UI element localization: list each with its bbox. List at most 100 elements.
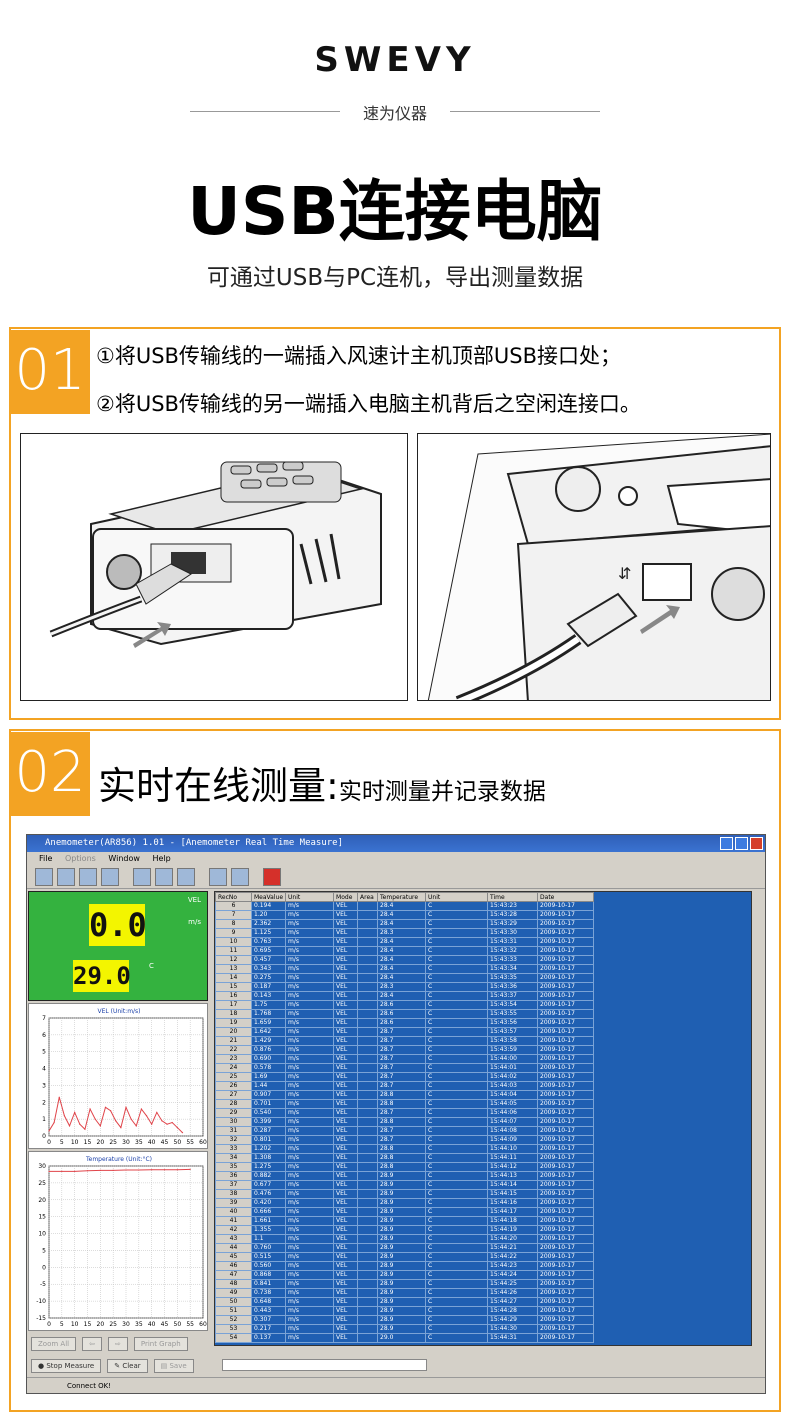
globe-icon[interactable] (231, 867, 249, 886)
zoom-all-button[interactable]: Zoom All (31, 1337, 77, 1351)
window-titlebar[interactable]: Anemometer(AR856) 1.01 - [Anemometer Rea… (27, 835, 765, 852)
monitor-icon[interactable] (35, 867, 53, 886)
export-icon[interactable] (133, 867, 151, 886)
table-cell: m/s (285, 964, 335, 974)
x-tick-label: 35 (135, 1139, 143, 1146)
column-header[interactable]: Area (357, 892, 379, 902)
column-header[interactable]: RecNo (215, 892, 252, 902)
menu-help[interactable]: Help (152, 854, 171, 863)
column-header[interactable]: Mode (333, 892, 359, 902)
table-cell: 15:44:29 (487, 1315, 539, 1325)
table-cell: VEL (333, 1189, 359, 1199)
maximize-icon[interactable] (735, 837, 748, 850)
menu-window[interactable]: Window (108, 854, 140, 863)
table-cell: m/s (285, 1018, 335, 1028)
stop-measure-button[interactable]: ● Stop Measure (31, 1359, 102, 1373)
gear-icon[interactable] (57, 867, 75, 886)
table-cell (357, 901, 379, 911)
window-title: Anemometer(AR856) 1.01 - [Anemometer Rea… (45, 838, 344, 848)
column-header[interactable]: MeaValue (250, 892, 287, 902)
table-cell: C (425, 928, 489, 938)
table-cell: 0.560 (250, 1261, 287, 1271)
table-cell: C (425, 1045, 489, 1055)
save-button[interactable]: ▤ Save (153, 1359, 194, 1373)
command-input[interactable] (222, 1359, 427, 1371)
table-cell: 1.661 (250, 1216, 287, 1226)
connect-icon[interactable] (209, 867, 227, 886)
y-tick-label: 15 (38, 1214, 46, 1221)
open-icon[interactable] (79, 867, 97, 886)
column-header[interactable]: Temperature (377, 892, 427, 902)
table-cell: C (425, 1189, 489, 1199)
save-icon[interactable] (101, 867, 119, 886)
print-icon[interactable] (155, 867, 173, 886)
power-icon[interactable] (263, 867, 281, 886)
table-cell: 29.0 (377, 1333, 427, 1343)
close-icon[interactable] (750, 837, 763, 850)
print-graph-button[interactable]: Print Graph (133, 1337, 188, 1351)
column-header[interactable]: Date (537, 892, 595, 902)
column-header[interactable]: Time (487, 892, 539, 902)
clear-button[interactable]: ✎ Clear (107, 1359, 148, 1373)
menu-options[interactable]: Options (64, 854, 96, 863)
column-header[interactable]: Unit (285, 892, 335, 902)
prev-button[interactable]: ⇦ (82, 1337, 102, 1351)
table-cell: 2009-10-17 (537, 1036, 595, 1046)
arrow-icon[interactable] (177, 867, 195, 886)
menu-file[interactable]: File (39, 854, 53, 863)
next-button[interactable]: ⇨ (107, 1337, 128, 1351)
minimize-icon[interactable] (720, 837, 733, 850)
column-header[interactable]: Unit (425, 892, 489, 902)
